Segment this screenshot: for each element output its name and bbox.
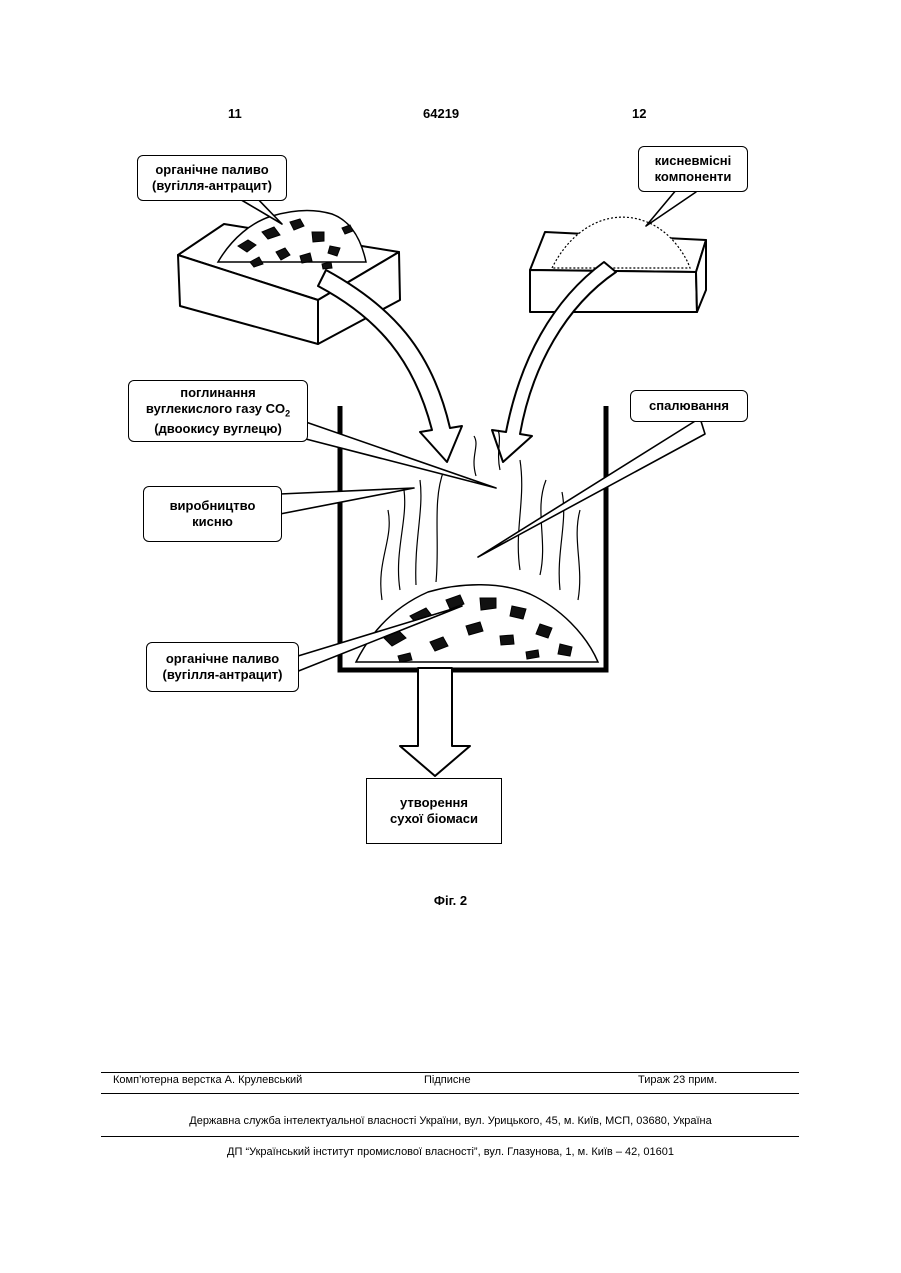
fuel-label-bottom: органічне паливо (вугілля-антрацит) (146, 642, 299, 692)
arrows-into-chamber (318, 262, 616, 462)
fuel-label-top-line1: органічне паливо (155, 162, 268, 178)
oxygen-production-label: виробництво кисню (143, 486, 282, 542)
coal-heap-bottom (356, 585, 598, 662)
oxygen-label-line1: кисневмісні (655, 153, 732, 169)
footer-rule-bottom (101, 1136, 799, 1137)
fuel-label-bottom-line2: (вугілля-антрацит) (163, 667, 283, 683)
typesetting-credit: Комп’ютерна верстка А. Крулевський (113, 1074, 302, 1086)
biomass-label-line2: сухої біомаси (390, 811, 478, 827)
oxygen-components-label: кисневмісні компоненти (638, 146, 748, 192)
patent-service-address: Державна служба інтелектуальної власност… (0, 1115, 901, 1127)
co2-absorption-label: поглинання вуглекислого газу CO2 (двооки… (128, 380, 308, 442)
burning-label-text: спалювання (649, 398, 729, 414)
oxygen-production-line1: виробництво (170, 498, 256, 514)
fuel-label-bottom-line1: органічне паливо (166, 651, 279, 667)
co2-label-line2: вуглекислого газу CO2 (146, 401, 290, 422)
footer-rule-middle (101, 1093, 799, 1094)
fuel-label-top: органічне паливо (вугілля-антрацит) (137, 155, 287, 201)
footer-rule-top (101, 1072, 799, 1073)
oxygen-label-line2: компоненти (655, 169, 732, 185)
oxygen-heap (552, 217, 690, 268)
burning-label: спалювання (630, 390, 748, 422)
down-arrow (400, 668, 470, 776)
co2-label-line1: поглинання (180, 385, 256, 401)
signed-note: Підписне (424, 1074, 471, 1086)
co2-subscript: 2 (285, 408, 290, 418)
circulation-note: Тираж 23 прим. (638, 1074, 717, 1086)
co2-label-text: вуглекислого газу CO (146, 401, 285, 416)
institute-address: ДП “Український інститут промислової вла… (0, 1146, 901, 1158)
biomass-label-line1: утворення (400, 795, 468, 811)
oxygen-production-line2: кисню (192, 514, 233, 530)
fuel-label-top-line2: (вугілля-антрацит) (152, 178, 272, 194)
coal-heap-top (218, 210, 366, 269)
biomass-label: утворення сухої біомаси (366, 778, 502, 844)
figure-caption: Фіг. 2 (0, 893, 901, 908)
co2-label-line3: (двоокису вуглецю) (154, 421, 282, 437)
